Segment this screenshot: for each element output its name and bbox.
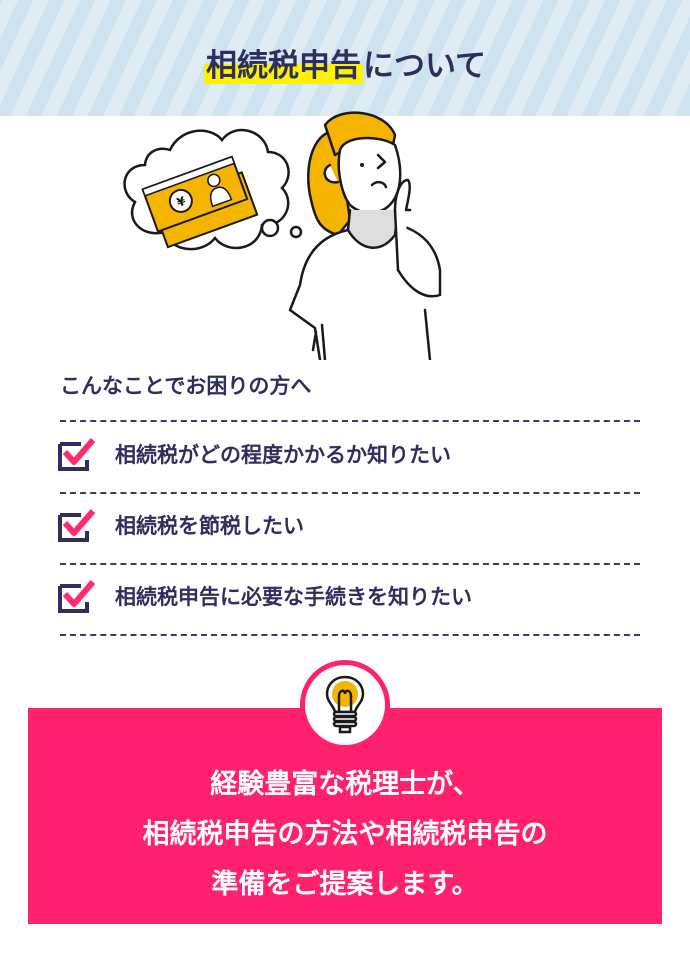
divider: [60, 492, 640, 494]
solution-line: 相続税申告の方法や相続税申告の: [142, 819, 548, 850]
concern-label: 相続税がどの程度かかるか知りたい: [115, 443, 451, 467]
concern-item: 相続税がどの程度かかるか知りたい: [57, 434, 451, 474]
concerns-lead: こんなことでお困りの方へ: [60, 374, 312, 398]
title-highlight: 相続税申告: [203, 48, 363, 84]
solution-message: 経験豊富な税理士が、 相続税申告の方法や相続税申告の 準備をご提案します。: [28, 760, 662, 910]
divider: [60, 420, 640, 422]
concern-item: 相続税申告に必要な手続きを知りたい: [57, 576, 472, 616]
page-title: 相続税申告について: [203, 40, 487, 85]
lightbulb-icon: [325, 675, 365, 734]
checkbox-checked-icon: [58, 580, 96, 613]
lightbulb-badge: [300, 660, 390, 750]
solution-line: 経験豊富な税理士が、: [210, 769, 480, 800]
yen-banknote-icon: ¥: [141, 155, 259, 249]
solution-line: 準備をご提案します。: [211, 869, 479, 900]
divider: [60, 563, 640, 565]
thinking-woman-icon: [288, 111, 442, 360]
concern-item: 相続税を節税したい: [57, 505, 304, 545]
checkbox-checked-icon: [58, 438, 96, 471]
header-banner: 相続税申告について: [0, 0, 690, 116]
divider: [60, 634, 640, 636]
title-rest: について: [362, 48, 487, 84]
checkbox-checked-icon: [58, 509, 96, 542]
concern-label: 相続税を節税したい: [115, 514, 304, 538]
concern-label: 相続税申告に必要な手続きを知りたい: [115, 585, 472, 609]
thinking-woman-illustration: ¥: [123, 111, 442, 360]
